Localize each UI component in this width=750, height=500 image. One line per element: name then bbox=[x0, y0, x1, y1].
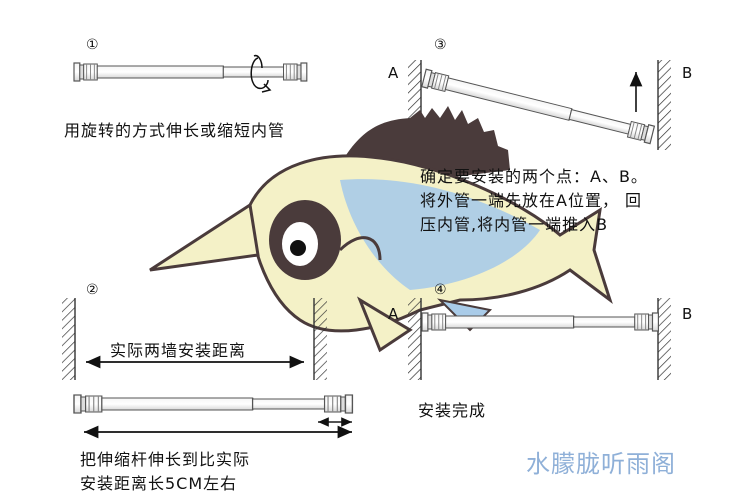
step1-rod bbox=[73, 62, 308, 82]
step4-label-b: B bbox=[682, 305, 693, 323]
step4-number: ④ bbox=[434, 282, 447, 298]
step4-wall-a bbox=[408, 298, 421, 380]
step1-caption: 用旋转的方式伸长或缩短内管 bbox=[64, 121, 286, 140]
step3-caption-line1: 确定要安装的两个点：A、B。 bbox=[420, 167, 648, 186]
step3-label-b: B bbox=[682, 64, 693, 82]
step4-wall-b bbox=[658, 298, 671, 380]
step3-number: ③ bbox=[434, 37, 447, 53]
step3-label-a: A bbox=[388, 64, 399, 82]
step2-rod bbox=[73, 394, 354, 414]
rotate-arrow-icon bbox=[250, 54, 272, 93]
step4-rod bbox=[421, 312, 660, 332]
watermark: 水朦胧听雨阁 bbox=[526, 450, 676, 478]
step3-caption-line2: 将外管一端先放在A位置， 回 bbox=[420, 191, 643, 210]
step2-caption-line1: 把伸缩杆伸长到比实际 bbox=[80, 450, 251, 469]
step1-number: ① bbox=[86, 37, 99, 53]
step2-wall-right bbox=[314, 298, 327, 380]
step4-caption: 安装完成 bbox=[418, 401, 487, 420]
step2-wall-left bbox=[62, 298, 75, 380]
step3-wall-b bbox=[658, 60, 671, 150]
step2-number: ② bbox=[86, 282, 99, 298]
step4-label-a: A bbox=[388, 305, 399, 323]
step2-measure-label: 实际两墙安装距离 bbox=[110, 341, 247, 360]
step2-caption-line2: 安装距离长5CM左右 bbox=[80, 474, 238, 493]
step3-caption-line3: 压内管,将内管一端推入B bbox=[420, 215, 609, 234]
fish-illustration bbox=[149, 106, 613, 353]
